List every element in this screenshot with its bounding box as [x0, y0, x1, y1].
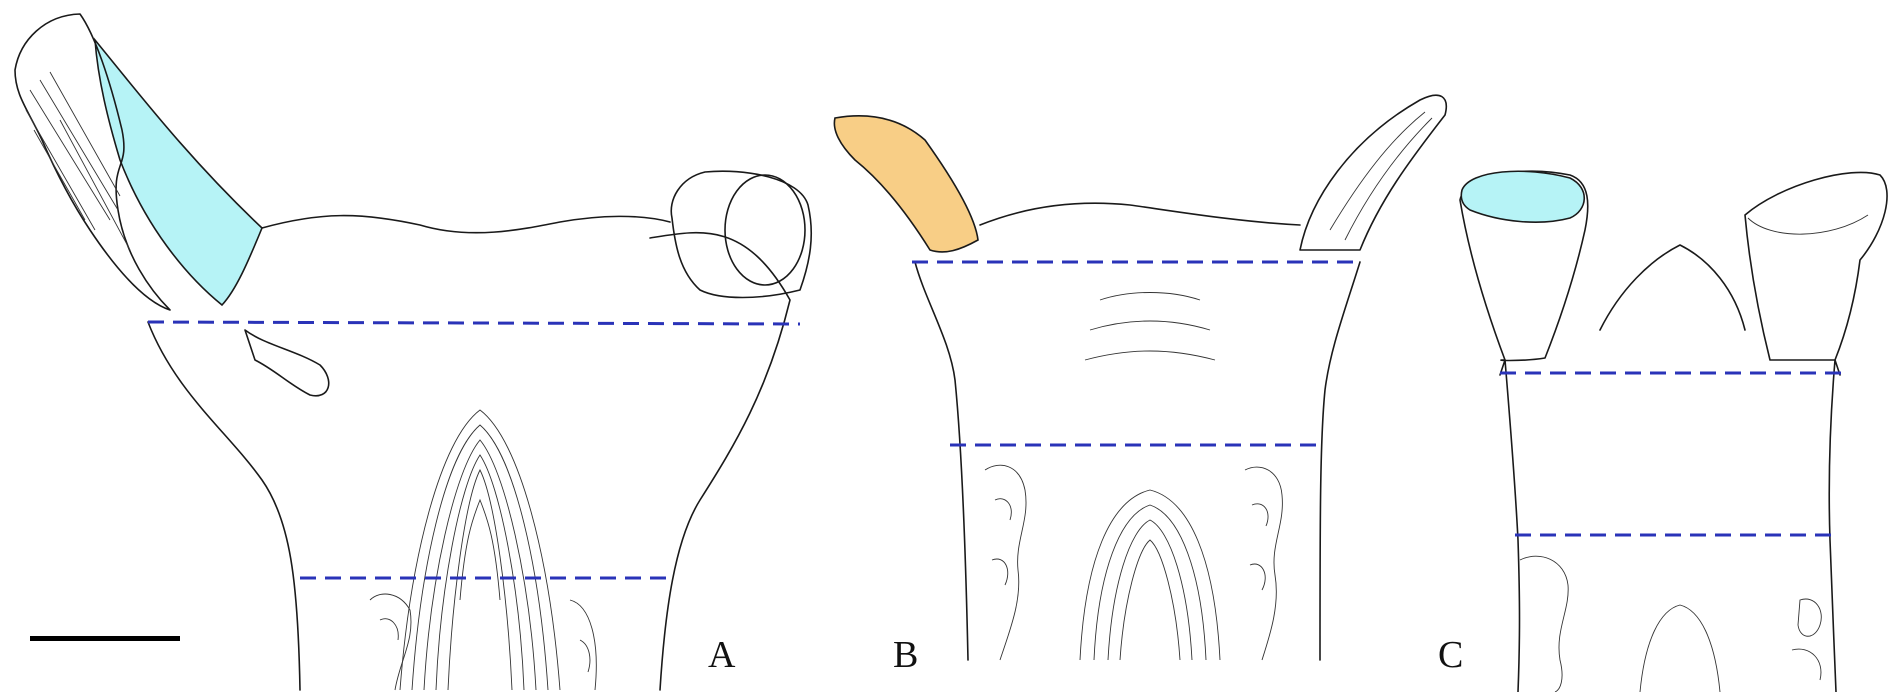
panel-a-dashed-line-upper: [147, 320, 801, 326]
panel-b-right-horn-texture: [1329, 111, 1433, 241]
panel-a-teeth-right: [569, 599, 597, 691]
panel-b-drawing: [833, 94, 1447, 661]
panel-a-drawing: [14, 13, 813, 691]
panel-c-teeth-left: [1519, 555, 1569, 692]
panel-c-right-horn: [1744, 171, 1888, 361]
panel-b-skull-outline: [914, 202, 1361, 661]
panel-c-drawing: [1459, 170, 1888, 692]
scale-bar: [30, 636, 180, 641]
panel-b-left-horn-orange: [833, 115, 979, 253]
panel-label-c: C: [1438, 634, 1464, 676]
panel-b-teeth-right: [1244, 466, 1283, 661]
panel-c-nasal-arch: [1639, 604, 1721, 692]
panel-a-left-process: [244, 329, 330, 397]
panel-a-nasal-striations: [399, 409, 561, 691]
reference-dashed-lines: [147, 260, 1845, 580]
panel-label-b: B: [893, 634, 919, 676]
panel-a-teeth-left: [369, 593, 412, 691]
panel-b-right-horn: [1299, 94, 1447, 251]
panel-c-right-horn-top: [1747, 214, 1869, 235]
panel-c-teeth-right: [1791, 598, 1822, 681]
panel-a-left-horn-cyan: [94, 37, 263, 307]
panel-c-skull-outline: [1499, 359, 1841, 692]
panel-b-nasal-arches: [1079, 292, 1221, 661]
panel-a-left-horn-texture: [25, 71, 131, 251]
panel-label-a: A: [708, 634, 736, 676]
panel-c-nasal-ridge: [1599, 244, 1746, 331]
panel-a-right-horn-stump: [670, 170, 813, 299]
panel-a-skull-outline: [147, 214, 791, 691]
panel-b-teeth-left: [984, 464, 1027, 661]
panel-c-left-horn-cyan: [1460, 170, 1585, 223]
panel-a-right-horn-section: [724, 174, 806, 286]
panel-c-left-horn: [1459, 170, 1589, 362]
